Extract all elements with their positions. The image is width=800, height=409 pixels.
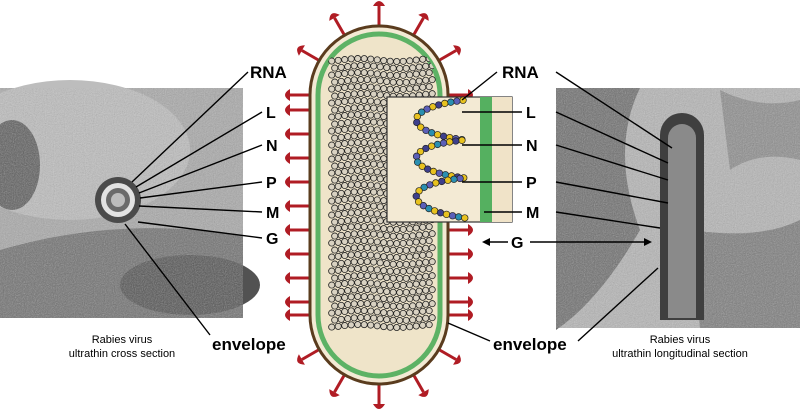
nucleocapsid-coil <box>328 55 436 331</box>
g-spike <box>333 17 346 36</box>
g-spike-head <box>285 176 290 188</box>
envelope-label-left: envelope <box>212 335 286 354</box>
left-label-g: G <box>266 231 278 248</box>
caption-right: Rabies virus ultrathin longitudinal sect… <box>612 334 748 360</box>
right-label-l: L <box>526 105 536 122</box>
g-spike-head <box>468 272 473 284</box>
g-spike-head <box>285 200 290 212</box>
cross-section-micrograph <box>0 80 260 318</box>
g-spike-head <box>285 104 290 116</box>
g-spike <box>333 374 346 393</box>
g-spike-head <box>468 224 473 236</box>
g-spike-head <box>285 224 290 236</box>
g-spike-head <box>468 248 473 260</box>
g-spike-head <box>418 389 429 397</box>
g-spike-head <box>297 45 305 56</box>
g-spike-head <box>285 128 290 140</box>
caption-left: Rabies virus ultrathin cross section <box>69 334 175 360</box>
leader-lines <box>124 71 673 342</box>
caption-left-line-2: ultrathin cross section <box>69 348 175 360</box>
g-spike-head <box>373 1 385 6</box>
left-label-l: L <box>266 105 276 122</box>
g-spike-head <box>373 404 385 409</box>
nucleocapsid-inset <box>386 96 513 223</box>
right-label-m: M <box>526 205 539 222</box>
envelope-label-right: envelope <box>493 335 567 354</box>
g-spike-head <box>285 89 290 101</box>
g-spike <box>301 348 320 361</box>
caption-right-line-1: Rabies virus <box>650 334 711 346</box>
longitudinal-section-micrograph <box>556 88 800 330</box>
right-label-p: P <box>526 175 537 192</box>
right-labels: RNA L N P M G <box>502 63 539 252</box>
right-label-rna: RNA <box>502 63 539 82</box>
left-label-rna: RNA <box>250 63 287 82</box>
g-spike <box>438 348 457 361</box>
g-spike-head <box>285 248 290 260</box>
caption-right-line-2: ultrathin longitudinal section <box>612 348 748 360</box>
g-spike-head <box>453 354 461 365</box>
g-spike-head <box>285 152 290 164</box>
left-labels: RNA L N P M G <box>250 63 287 248</box>
g-spike <box>412 17 425 36</box>
right-label-n: N <box>526 138 538 155</box>
g-spike <box>438 49 457 62</box>
right-label-g: G <box>511 235 523 252</box>
g-spike-head <box>329 13 340 21</box>
g-spike-head <box>418 13 429 21</box>
left-label-p: P <box>266 175 277 192</box>
left-label-m: M <box>266 205 279 222</box>
g-spike-head <box>297 354 305 365</box>
caption-left-line-1: Rabies virus <box>92 334 153 346</box>
g-spike-head <box>285 272 290 284</box>
g-spike-head <box>453 45 461 56</box>
g-spike-head <box>285 296 290 308</box>
g-spike <box>301 49 320 62</box>
g-spike-head <box>468 309 473 321</box>
left-label-n: N <box>266 138 278 155</box>
g-spike-head <box>468 296 473 308</box>
g-spike-head <box>329 389 340 397</box>
g-spike-head <box>285 309 290 321</box>
g-spike <box>412 374 425 393</box>
